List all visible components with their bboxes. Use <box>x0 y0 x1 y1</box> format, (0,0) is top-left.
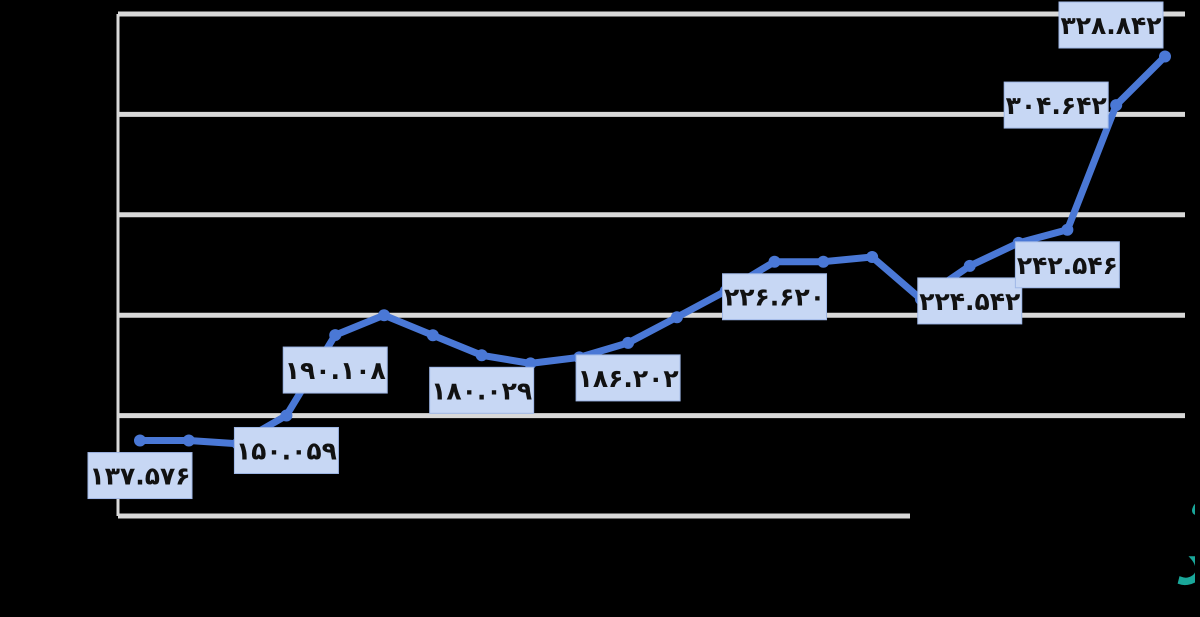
data-point <box>524 357 537 370</box>
data-label: ۲۲۶.۶۲۰ <box>722 273 828 321</box>
data-point <box>1110 99 1123 112</box>
data-label-text: ۱۵۰.۰۵۹ <box>236 436 337 465</box>
data-point <box>1061 223 1074 236</box>
data-label: ۳۲۸.۸۴۲ <box>1058 1 1164 49</box>
data-label-box <box>722 273 828 321</box>
watermark-logo: صفحه اقتصاد <box>1175 463 1195 598</box>
data-label-box <box>87 452 193 500</box>
data-point <box>963 259 976 272</box>
data-label-box <box>1014 241 1120 289</box>
data-label-box <box>429 366 535 414</box>
watermark-line1: صفحه <box>1187 463 1195 531</box>
data-label-text: ۱۸۶.۲۰۲ <box>578 364 679 393</box>
data-label-box <box>1003 81 1109 129</box>
data-label-text: ۱۳۷.۵۷۶ <box>89 462 190 491</box>
data-point <box>475 349 488 362</box>
data-label-text: ۲۲۴.۵۴۲ <box>919 287 1020 316</box>
data-point <box>134 434 146 447</box>
data-labels: ۱۳۷.۵۷۶ ۱۵۰.۰۵۹ ۱۹۰.۱۰۸ ۱۸۰.۰۲۹ ۱۸۶.۲۰۲ ۲۲۶.۶… <box>87 1 1164 500</box>
data-label: ۱۳۷.۵۷۶ <box>87 452 193 500</box>
data-label: ۱۸۶.۲۰۲ <box>575 354 681 402</box>
data-label-box <box>575 354 681 402</box>
data-label-text: ۱۹۰.۱۰۸ <box>285 356 386 385</box>
data-label-box <box>233 426 339 474</box>
data-point <box>280 409 293 422</box>
data-label-box <box>1058 1 1164 49</box>
data-label: ۱۸۰.۰۲۹ <box>429 366 535 414</box>
data-label: ۱۵۰.۰۵۹ <box>233 426 339 474</box>
data-point <box>329 329 342 342</box>
data-label: ۲۴۲.۵۴۶ <box>1014 241 1120 289</box>
data-label-box <box>917 277 1023 325</box>
data-point <box>182 434 195 447</box>
data-point <box>1159 50 1171 63</box>
data-point <box>866 250 879 263</box>
data-point <box>426 329 439 342</box>
data-label: ۳۰۴.۶۴۲ <box>1003 81 1109 129</box>
data-label: ۲۲۴.۵۴۲ <box>917 277 1023 325</box>
data-label-text: ۲۲۶.۶۲۰ <box>724 283 825 312</box>
data-label-text: ۲۴۲.۵۴۶ <box>1017 251 1118 280</box>
data-label: ۱۹۰.۱۰۸ <box>282 346 388 394</box>
data-label-text: ۳۰۴.۶۴۲ <box>1006 91 1107 120</box>
data-point <box>378 309 391 322</box>
data-label-box <box>282 346 388 394</box>
data-point <box>670 311 683 324</box>
data-point <box>768 255 781 268</box>
data-label-text: ۳۲۸.۸۴۲ <box>1060 11 1161 40</box>
data-point <box>622 336 635 349</box>
gridlines <box>116 11 1185 519</box>
data-point <box>817 255 830 268</box>
watermark-line2: اقتصاد <box>1175 525 1195 598</box>
data-label-text: ۱۸۰.۰۲۹ <box>431 376 532 405</box>
